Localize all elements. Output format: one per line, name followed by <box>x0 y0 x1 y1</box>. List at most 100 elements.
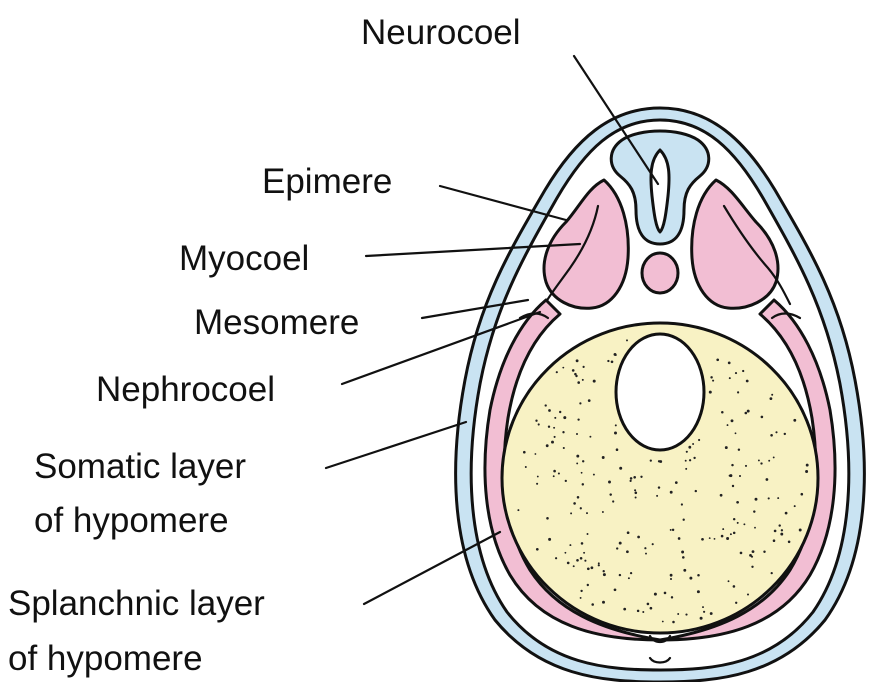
yolk-dot <box>735 372 737 374</box>
yolk-dot <box>563 416 566 419</box>
yolk-dot <box>731 464 733 466</box>
yolk-dot <box>602 511 604 513</box>
label-epimere: Epimere <box>262 162 392 201</box>
yolk-dot <box>738 448 740 450</box>
yolk-dot <box>770 397 773 400</box>
yolk-dot <box>758 459 760 461</box>
yolk-dot <box>546 444 549 447</box>
yolk-dot <box>779 524 781 526</box>
yolk-dot <box>630 572 632 574</box>
yolk-dot <box>614 588 617 591</box>
yolk-dot <box>548 538 551 541</box>
yolk-dot <box>733 585 736 588</box>
yolk-dot <box>548 409 551 412</box>
yolk-dot <box>733 532 736 535</box>
yolk-dot <box>702 606 704 608</box>
yolk-dot <box>558 472 560 474</box>
yolk-dot <box>742 370 744 372</box>
yolk-dot <box>569 544 571 546</box>
yolk-dot <box>788 541 791 544</box>
yolk-dot <box>626 339 628 341</box>
yolk-dot <box>577 381 580 384</box>
yolk-dot <box>773 539 776 542</box>
yolk-dot <box>688 446 691 449</box>
yolk-dot <box>709 537 711 539</box>
yolk-dot <box>658 486 660 488</box>
yolk-dot <box>794 505 796 507</box>
yolk-dot <box>647 603 650 606</box>
yolk-dot <box>584 560 586 562</box>
yolk-dot <box>517 509 519 511</box>
yolk-dot <box>683 519 685 521</box>
yolk-dot <box>777 497 779 499</box>
yolk-dot <box>637 536 640 539</box>
yolk-dot <box>556 371 558 373</box>
yolk-dot <box>670 574 673 577</box>
yolk-dot <box>712 380 714 382</box>
gut-yolk-mass <box>502 323 818 633</box>
yolk-dot <box>728 580 730 582</box>
label-somatic-line1: Somatic layer <box>34 447 246 486</box>
yolk-dot <box>701 538 704 541</box>
yolk-dot <box>591 566 594 569</box>
yolk-dot <box>770 434 773 437</box>
yolk-dot <box>619 574 621 576</box>
yolk-dot <box>751 556 753 558</box>
yolk-dot <box>672 621 675 624</box>
yolk-dot <box>677 613 679 615</box>
yolk-dot <box>722 528 724 530</box>
yolk-dot <box>633 476 636 479</box>
yolk-dot <box>640 476 642 478</box>
yolk-dot <box>603 570 605 572</box>
yolk-dot <box>635 492 638 495</box>
yolk-dot <box>565 480 567 482</box>
yolk-dot <box>580 507 582 509</box>
yolk-dot <box>609 493 611 495</box>
yolk-dot <box>627 531 630 534</box>
yolk-dot <box>785 512 788 515</box>
yolk-dot <box>611 360 614 363</box>
yolk-dot <box>709 391 712 394</box>
yolk-dot <box>781 529 783 531</box>
yolk-dot <box>623 608 626 611</box>
yolk-dot <box>751 566 753 568</box>
yolk-dot <box>681 551 684 554</box>
yolk-dot <box>650 607 653 610</box>
yolk-dot <box>739 475 741 477</box>
yolk-dot <box>727 424 729 426</box>
yolk-dot <box>806 464 809 467</box>
yolk-dot <box>577 496 580 499</box>
yolk-dot <box>576 359 579 362</box>
yolk-dot <box>692 443 694 445</box>
yolk-dot <box>714 538 716 540</box>
yolk-dot <box>626 550 629 553</box>
yolk-dot <box>581 542 584 545</box>
yolk-dot <box>593 474 595 476</box>
yolk-dot <box>729 474 732 477</box>
yolk-dot <box>780 533 783 536</box>
yolk-dot <box>630 480 632 482</box>
yolk-dot <box>753 510 755 512</box>
yolk-dot <box>614 432 617 435</box>
yolk-dot <box>740 552 743 555</box>
yolk-dot <box>576 455 579 458</box>
yolk-dot <box>747 410 750 413</box>
yolk-dot <box>670 578 672 580</box>
yolk-dot <box>766 478 769 481</box>
yolk-dot <box>685 614 687 616</box>
yolk-dot <box>793 419 796 422</box>
yolk-dot <box>554 417 556 419</box>
yolk-dot <box>534 453 536 455</box>
yolk-dot <box>726 537 729 540</box>
yolk-dot <box>658 460 660 462</box>
yolk-dot <box>721 411 724 414</box>
yolk-dot <box>537 476 539 478</box>
yolk-dot <box>562 431 564 433</box>
yolk-dot <box>747 593 749 595</box>
yolk-dot <box>567 562 570 565</box>
yolk-dot <box>682 556 685 559</box>
yolk-dot <box>650 459 652 461</box>
yolk-dot <box>698 439 700 441</box>
yolk-dot <box>703 611 705 613</box>
yolk-dot <box>754 527 756 529</box>
